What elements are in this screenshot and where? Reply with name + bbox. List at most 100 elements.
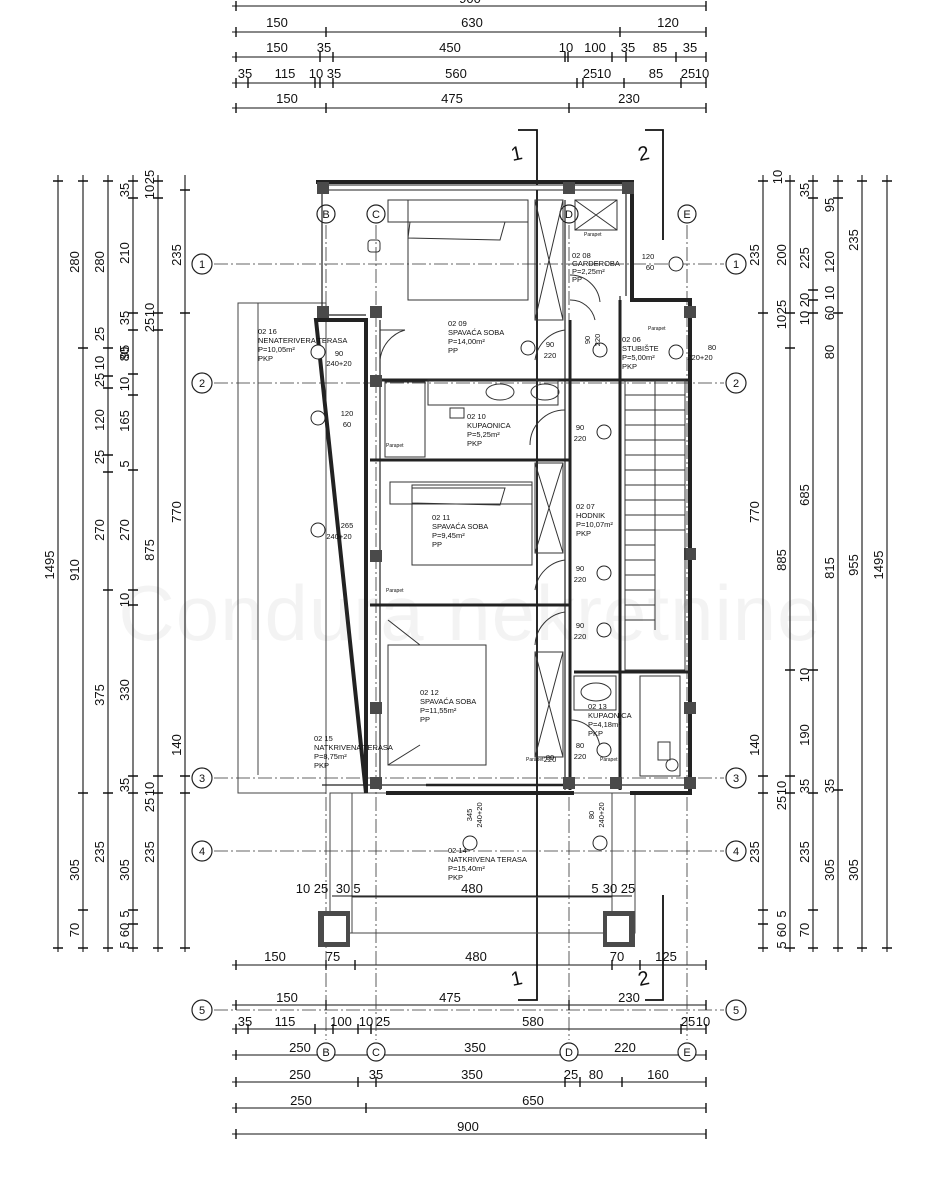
opening-width: 120 [341, 409, 354, 418]
terrace-dim: 30 [603, 881, 617, 896]
room-code: 02 10 [467, 412, 486, 421]
opening-height: 240+20 [326, 532, 351, 541]
bed [407, 199, 529, 301]
dim-right: 25 [774, 300, 789, 314]
opening-width: 345 [465, 809, 474, 822]
dim-bottom: 10 [696, 1014, 710, 1029]
dim-bottom: 230 [618, 990, 640, 1005]
room-code: 02 16 [258, 327, 277, 336]
parapet-note: Parapet [600, 757, 618, 763]
column-inner [324, 916, 346, 942]
opening-dimensions: 90 240+20 120 60 265 240+20 90 220 90 22… [326, 252, 716, 828]
axis-labels: 1 1 2 2 3 3 4 4 5 5 B C D E B C D E [199, 209, 739, 1059]
dim-bottom: 580 [522, 1014, 544, 1029]
dim-left: 270 [117, 519, 132, 541]
dim-left-total: 1495 [42, 551, 57, 580]
dim-top: 10 [695, 66, 709, 81]
terrace-dim: 5 [591, 881, 598, 896]
opening-height: 60 [343, 420, 351, 429]
dim-right: 235 [797, 841, 812, 863]
dim-top: 35 [317, 40, 331, 55]
opening-height: 240+20 [475, 802, 484, 827]
dim-top: 450 [439, 40, 461, 55]
room-name: NATKRIVENA TERASA [448, 855, 527, 864]
dim-left: 10 [142, 303, 157, 317]
room-floor: PKP [622, 362, 637, 371]
dim-right: 95 [822, 198, 837, 212]
dim-left: 235 [169, 244, 184, 266]
axis-label-col: B [322, 1047, 329, 1059]
dim-right: 5 [774, 941, 789, 948]
opening-width: 90 [583, 336, 592, 344]
terrace-dim: 10 [296, 881, 310, 896]
dim-left: 305 [67, 859, 82, 881]
dim-left: 25 [142, 798, 157, 812]
opening-width: 265 [341, 521, 354, 530]
dim-bottom: 250 [289, 1067, 311, 1082]
room-name: NATKRIVENA TERASA [314, 743, 393, 752]
room-bedroom-09: 02 09 SPAVAĆA SOBA P=14,00m² PP [448, 319, 504, 355]
dim-left: 25 [92, 373, 107, 387]
bed [411, 484, 533, 566]
dim-right: 20 [797, 293, 812, 307]
opening-height: 220 [574, 632, 587, 641]
room-code: 02 11 [432, 513, 450, 522]
dim-right: 120 [822, 251, 837, 273]
dim-left: 95 [117, 345, 132, 359]
dim-left: 25 [92, 450, 107, 464]
opening-height: 220+20 [687, 353, 712, 362]
room-name: HODNIK [576, 511, 605, 520]
opening-width: 90 [576, 621, 584, 630]
dim-left: 5 [117, 460, 132, 467]
dim-left: 35 [117, 183, 132, 197]
dim-top: 85 [649, 66, 663, 81]
dim-right: 885 [774, 549, 789, 571]
dim-top: 85 [653, 40, 667, 55]
section-marker: 2 [636, 142, 651, 166]
dim-left: 120 [92, 409, 107, 431]
dim-right: 235 [846, 229, 861, 251]
dim-top: 10 [309, 66, 323, 81]
dimensions-right: 10 235 25 10 770 885 140 10 25 235 5 60 … [747, 170, 886, 949]
axis-label-row: 1 [733, 259, 739, 271]
opening-width: 90 [576, 564, 584, 573]
axis-label-col: E [683, 209, 690, 221]
terrace-dim: 25 [314, 881, 328, 896]
room-code: 02 06 [622, 335, 641, 344]
room-area: P=15,40m² [448, 864, 485, 873]
opening-width: 80 [587, 811, 596, 819]
staircase [624, 379, 686, 671]
axis-label-row: 4 [199, 846, 205, 858]
dim-right: 80 [822, 345, 837, 359]
dim-top: 150 [276, 91, 298, 106]
room-code: 02 07 [576, 502, 595, 511]
dim-right: 770 [747, 501, 762, 523]
opening-symbols [310, 256, 684, 851]
axis-label-col: E [683, 1047, 690, 1059]
room-area: P=10,05m² [258, 345, 295, 354]
dim-bottom: 350 [464, 1040, 486, 1055]
room-terrace-15: 02 15 NATKRIVENA TERASA P=8,75m² PKP [314, 734, 393, 770]
room-area: P=5,00m² [622, 353, 655, 362]
dim-right: 35 [797, 183, 812, 197]
bed [387, 644, 487, 766]
room-code: 02 15 [314, 734, 333, 743]
dim-top: 10 [559, 40, 573, 55]
room-name: SPAVAĆA SOBA [420, 697, 476, 706]
dim-bottom-total: 900 [457, 1119, 479, 1134]
dim-top: 25 [681, 66, 695, 81]
dim-top: 25 [583, 66, 597, 81]
dim-left: 235 [92, 841, 107, 863]
section-labels: 1 2 1 2 [509, 142, 651, 991]
opening-width: 90 [546, 340, 554, 349]
parapet-note: Parapet [386, 588, 404, 594]
opening-height: 60 [646, 263, 654, 272]
room-floor: PP [572, 275, 582, 284]
dim-left: 5 [117, 941, 132, 948]
axis-label-row: 2 [199, 378, 205, 390]
room-terrace-16: 02 16 NENATERIVERA TERASA P=10,05m² PKP [258, 327, 347, 363]
axis-label-row: 3 [199, 773, 205, 785]
dim-left: 875 [142, 539, 157, 561]
dim-right: 190 [797, 724, 812, 746]
room-code: 02 14 [448, 846, 467, 855]
